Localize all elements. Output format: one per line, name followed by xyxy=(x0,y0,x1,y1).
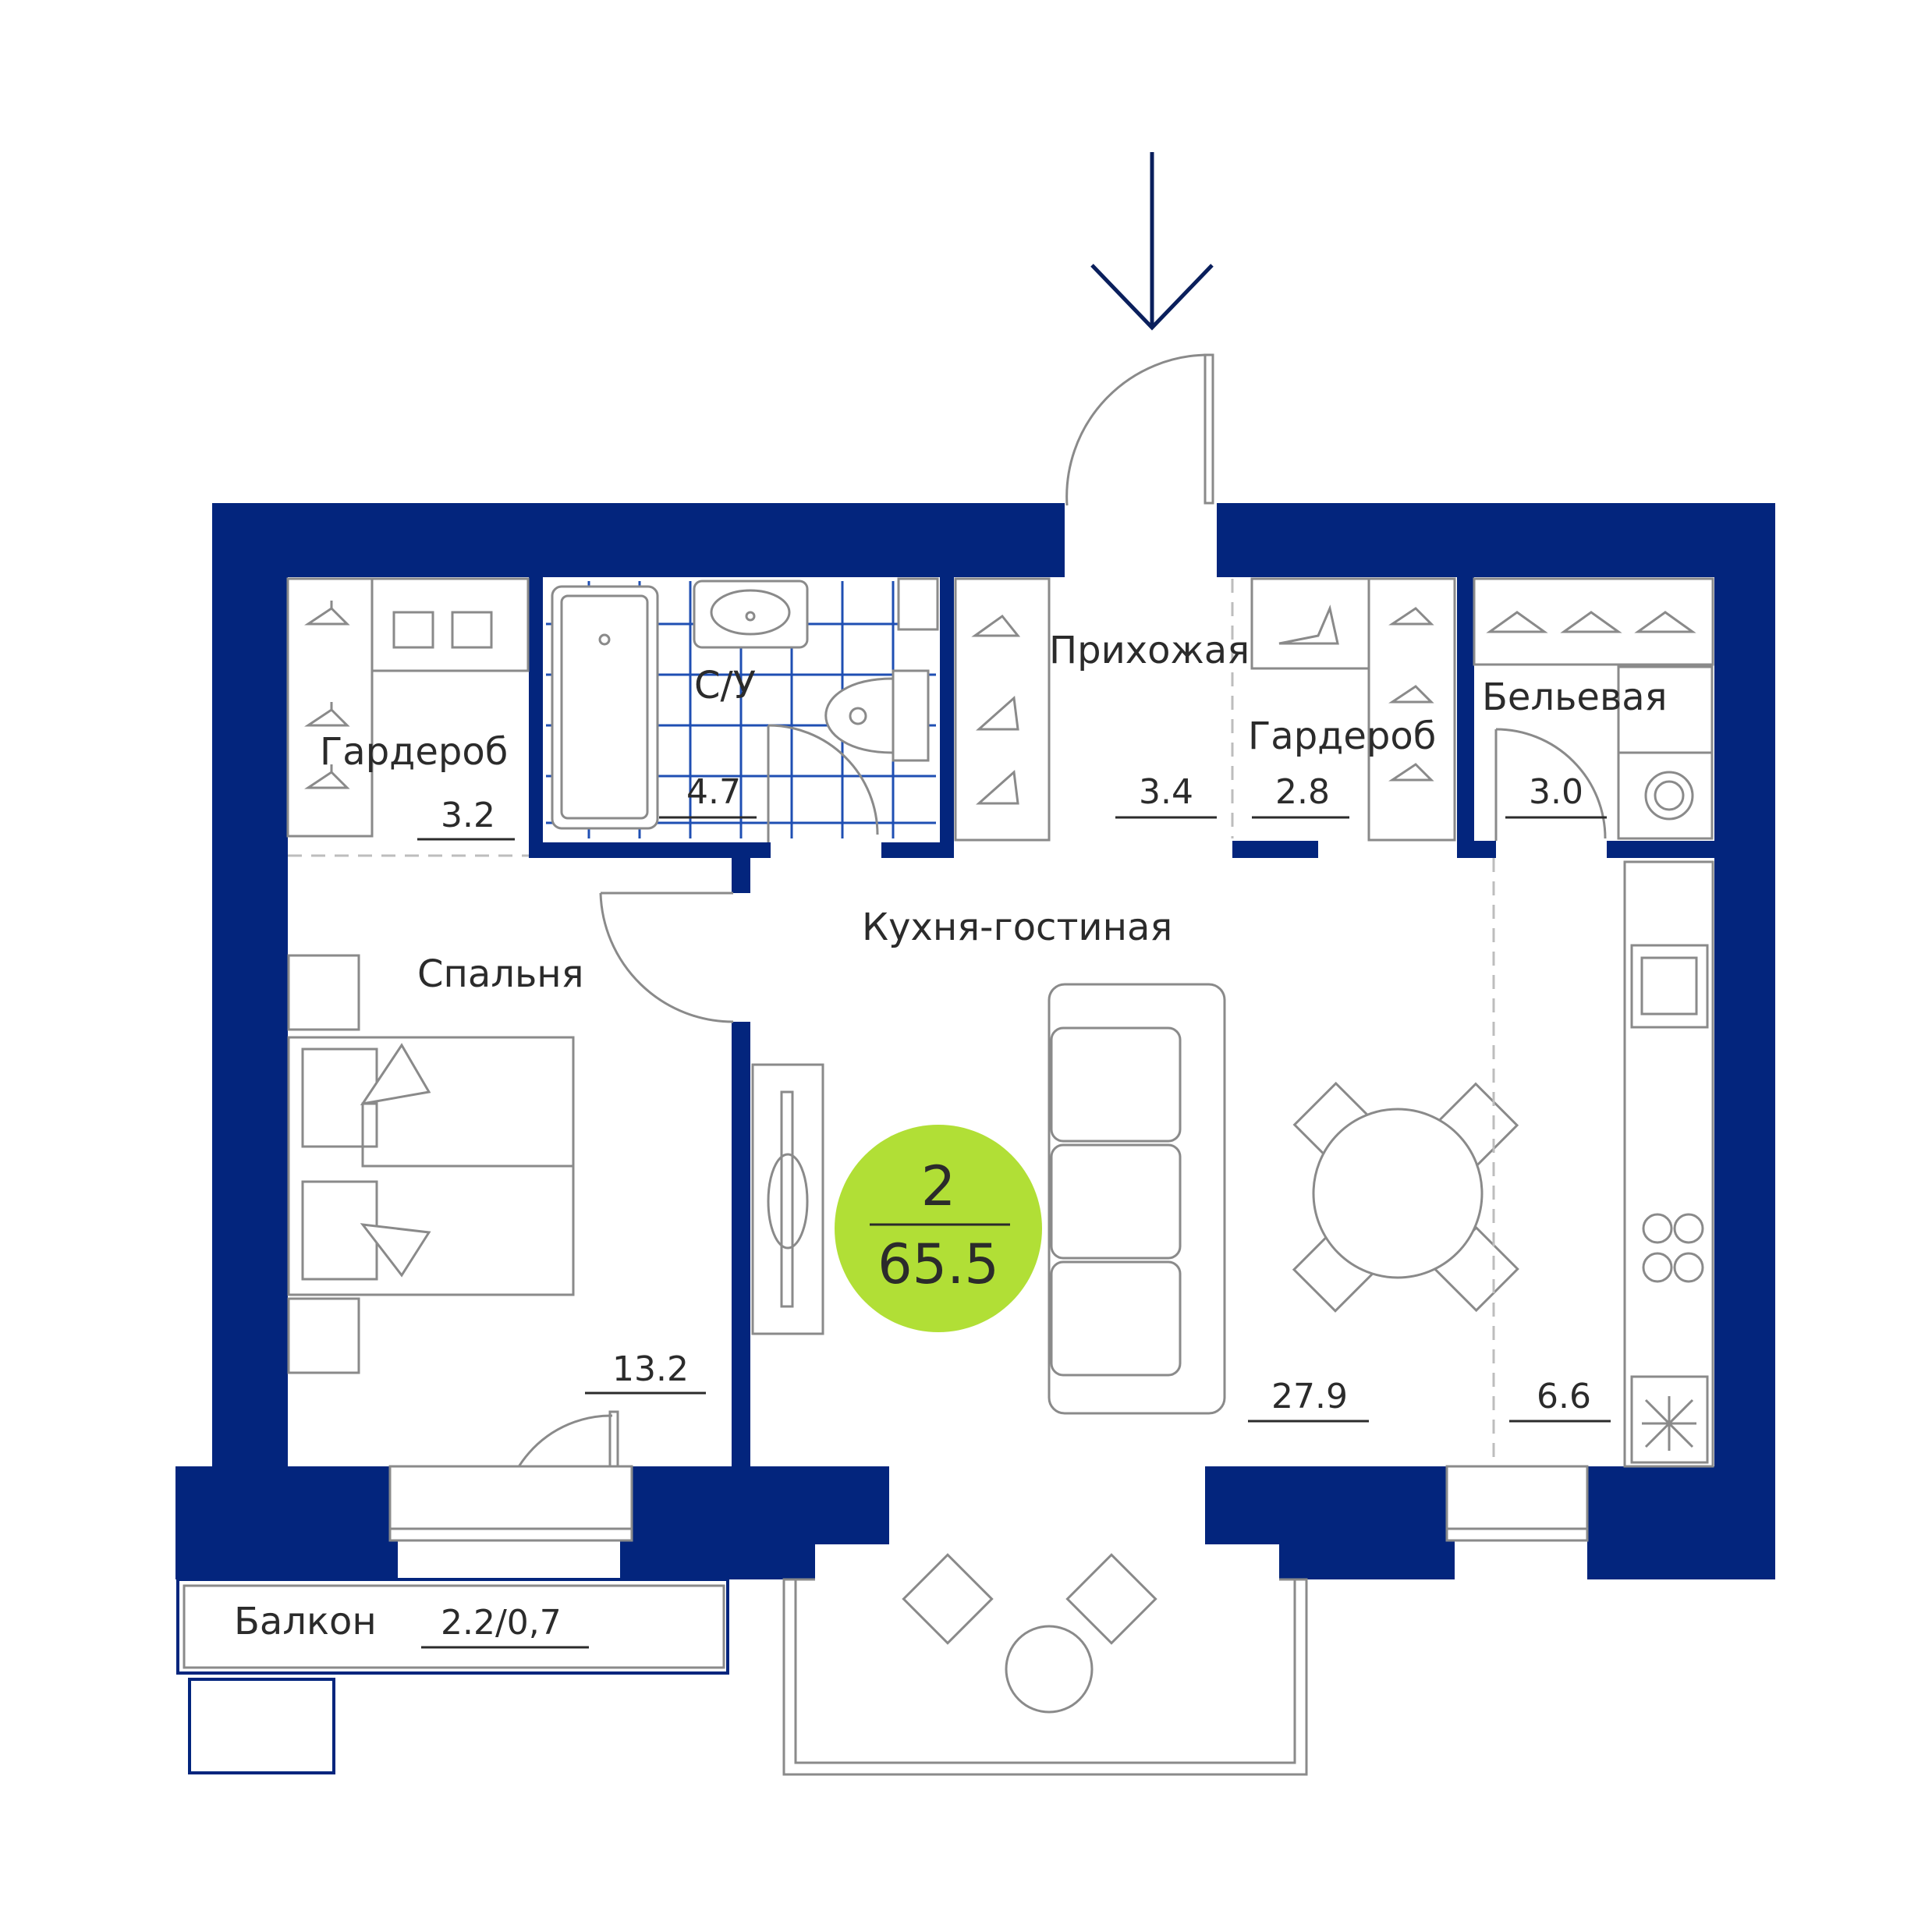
room-area-kitchen-living: 27.9 xyxy=(1271,1377,1348,1416)
room-area-hallway: 3.4 xyxy=(1139,772,1193,812)
dining-table-icon xyxy=(1292,1081,1519,1313)
kitchen-counter xyxy=(1623,860,1714,1468)
wardrobe-left xyxy=(286,577,530,857)
badge-total-area: 65.5 xyxy=(877,1232,999,1296)
room-name-balcony: Балкон xyxy=(234,1600,377,1643)
entrance-door xyxy=(1065,353,1214,506)
room-area-wardrobe-right: 2.8 xyxy=(1275,772,1330,812)
room-name-kitchen-living: Кухня-гостиная xyxy=(862,906,1172,949)
room-area-bedroom: 13.2 xyxy=(612,1349,689,1389)
room-name-wardrobe-right: Гардероб xyxy=(1248,714,1436,758)
laundry xyxy=(1473,577,1714,841)
tv-icon xyxy=(751,1063,824,1335)
badge-circle xyxy=(835,1125,1042,1332)
room-name-laundry: Бельевая xyxy=(1482,675,1668,719)
room-name-hallway: Прихожая xyxy=(1049,629,1250,672)
sofa-icon xyxy=(1048,983,1226,1415)
room-area-balcony: 2.2/0,7 xyxy=(441,1603,562,1643)
sink-icon xyxy=(693,580,809,649)
room-name-bathroom: С/У xyxy=(694,664,756,707)
kitchen-living xyxy=(751,858,1714,1776)
stove-icon xyxy=(1642,1213,1704,1283)
bathroom xyxy=(546,577,939,842)
hall-closet xyxy=(954,577,1051,842)
room-name-wardrobe-left: Гардероб xyxy=(320,730,508,774)
room-labels: Гардероб 3.2 С/У 4.7 Прихожая 3.4 Гардер… xyxy=(234,629,1668,1649)
room-area-bathroom: 4.7 xyxy=(686,772,741,812)
badge-rooms: 2 xyxy=(921,1154,956,1218)
sink-icon xyxy=(1630,944,1709,1029)
room-name-bedroom: Спальня xyxy=(417,952,584,996)
bedroom xyxy=(287,892,734,1542)
bag-icon xyxy=(392,611,493,649)
bed-icon xyxy=(287,1036,575,1296)
walls xyxy=(175,503,1775,1579)
bathtub-icon xyxy=(551,585,659,830)
cafe-table-icon xyxy=(902,1553,1157,1714)
balcony xyxy=(176,1578,729,1774)
room-area-laundry: 3.0 xyxy=(1529,772,1583,812)
room-area-kitchen: 6.6 xyxy=(1537,1377,1591,1416)
apartment-badge: 2 65.5 xyxy=(835,1125,1042,1332)
fridge-icon xyxy=(1630,1375,1709,1464)
toilet-icon xyxy=(824,669,930,762)
washing-machine-icon xyxy=(1644,771,1694,821)
hanger-icon xyxy=(304,601,350,789)
room-area-wardrobe-left: 3.2 xyxy=(441,796,495,835)
wardrobe-right xyxy=(1231,577,1456,842)
arrow-down-icon xyxy=(1090,152,1214,331)
